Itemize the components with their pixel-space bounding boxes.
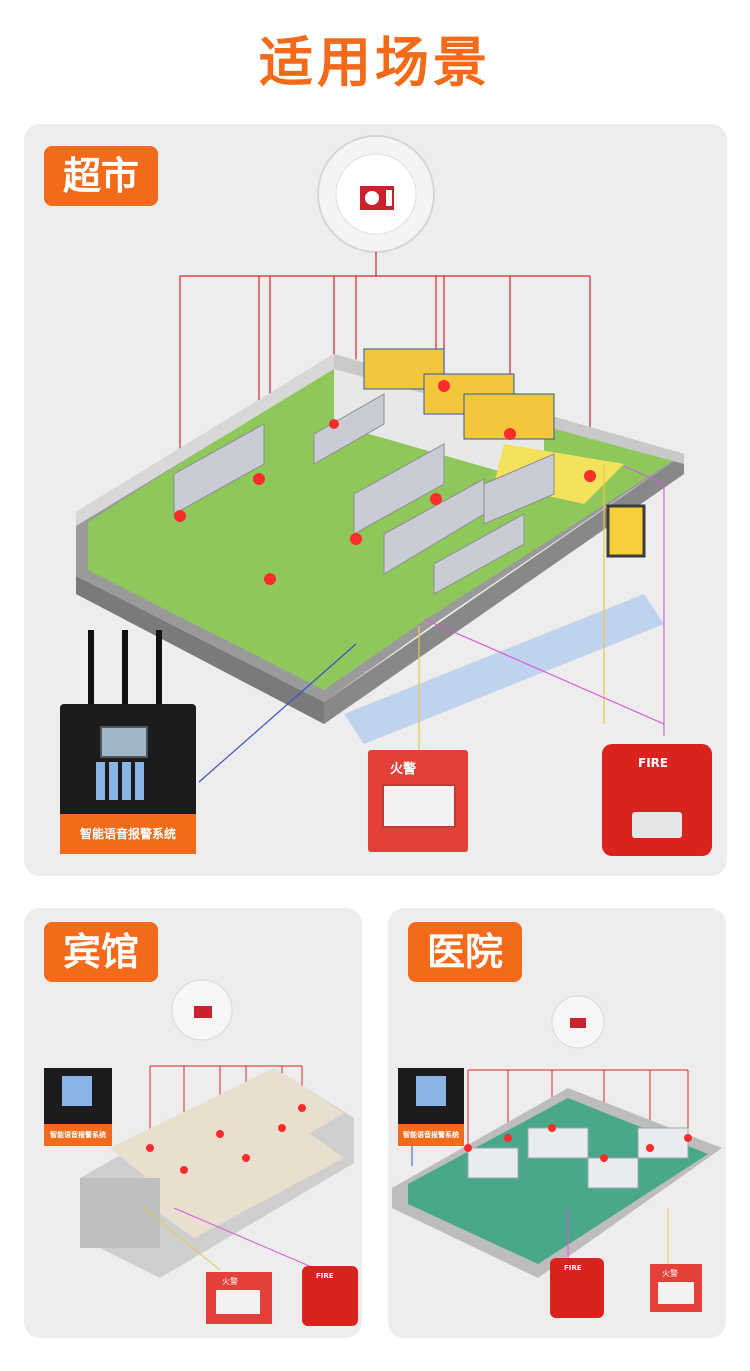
scene-hotel: 宾馆 智能语音报警系统 火警 — [24, 908, 362, 1338]
call-point-label: 火警 — [662, 1269, 678, 1278]
panel-label: 智能语音报警系统 — [44, 1124, 112, 1146]
manual-call-point: 火警 — [368, 750, 468, 852]
strobe-lens — [632, 812, 682, 838]
manual-call-point: 火警 — [650, 1264, 702, 1312]
alarm-control-panel: 智能语音报警系统 — [398, 1068, 464, 1146]
antenna-icon — [88, 630, 94, 704]
strobe-label: FIRE — [316, 1272, 334, 1280]
panel-label: 智能语音报警系统 — [398, 1124, 464, 1146]
scene-supermarket: 超市 — [24, 124, 727, 876]
strobe-label: FIRE — [638, 756, 669, 770]
antenna-icon — [156, 630, 162, 704]
alarm-control-panel: 智能语音报警系统 — [44, 1068, 112, 1146]
strobe-label: FIRE — [564, 1264, 582, 1272]
strobe-horn: FIRE — [550, 1258, 604, 1318]
hotel-illustration — [80, 979, 354, 1278]
call-point-window — [216, 1290, 260, 1314]
hospital-illustration — [392, 995, 722, 1278]
panel-screen — [100, 726, 148, 758]
call-point-label: 火警 — [390, 762, 417, 777]
panel-screen — [416, 1076, 446, 1106]
scene-label-hospital: 医院 — [408, 922, 522, 982]
call-point-window — [382, 784, 456, 828]
smoke-detector-icon — [551, 995, 605, 1049]
smoke-detector-icon — [171, 979, 233, 1041]
strobe-horn: FIRE — [602, 744, 712, 856]
smoke-detector-icon — [317, 135, 435, 253]
keypad-icon — [96, 762, 148, 800]
page-title: 适用场景 — [259, 31, 491, 94]
strobe-horn: FIRE — [302, 1266, 358, 1326]
panel-label: 智能语音报警系统 — [60, 814, 196, 854]
antenna-icon — [122, 630, 128, 704]
supermarket-illustration — [76, 135, 684, 783]
scene-label-hotel: 宾馆 — [44, 922, 158, 982]
alarm-control-panel: 智能语音报警系统 — [60, 630, 196, 854]
call-point-label: 火警 — [222, 1277, 238, 1286]
manual-call-point: 火警 — [206, 1272, 272, 1324]
scene-label-supermarket: 超市 — [44, 146, 158, 206]
panel-screen — [62, 1076, 92, 1106]
call-point-window — [658, 1282, 694, 1304]
scene-hospital: 医院 智能 — [388, 908, 726, 1338]
